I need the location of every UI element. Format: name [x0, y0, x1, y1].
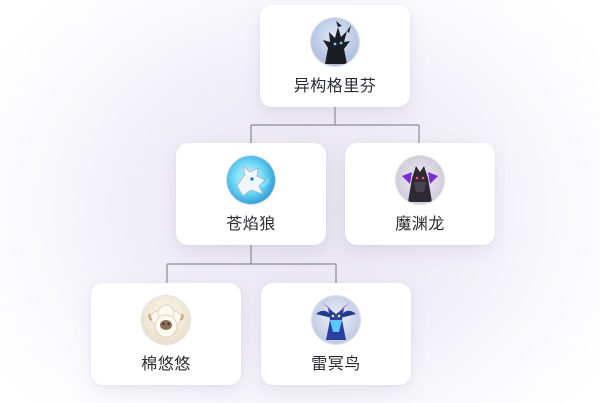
tree-node-grandchild-1[interactable]: 棉悠悠	[91, 283, 241, 385]
node-label-grandchild-1: 棉悠悠	[141, 354, 191, 373]
tree-node-child-2[interactable]: 魔渊龙	[345, 143, 495, 245]
node-label-grandchild-2: 雷冥鸟	[311, 354, 361, 373]
blue-flame-wolf-avatar-icon	[227, 156, 275, 204]
tree-node-root[interactable]: 异构格里芬	[260, 5, 410, 107]
black-dragon-avatar-icon	[311, 18, 359, 66]
tree-node-grandchild-2[interactable]: 雷冥鸟	[261, 283, 411, 385]
node-label-child-1: 苍焰狼	[226, 214, 276, 233]
fluffy-sheep-avatar-icon	[142, 296, 190, 344]
node-label-child-2: 魔渊龙	[395, 214, 445, 233]
thunder-bird-avatar-icon	[312, 296, 360, 344]
tree-node-child-1[interactable]: 苍焰狼	[176, 143, 326, 245]
node-label-root: 异构格里芬	[293, 76, 377, 95]
dark-abyss-dragon-avatar-icon	[396, 156, 444, 204]
